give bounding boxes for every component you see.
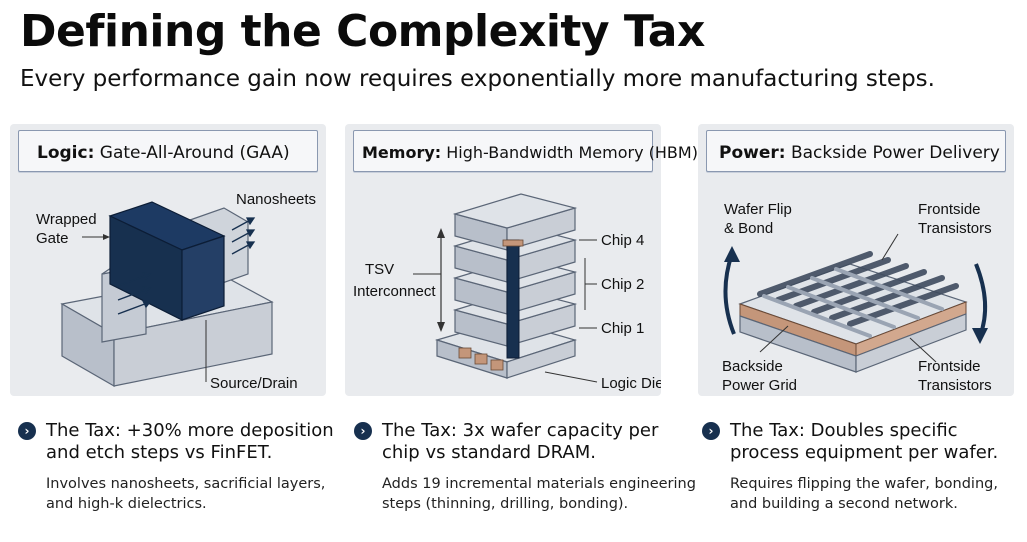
- panel-power-header: Power: Backside Power Delivery: [706, 130, 1006, 172]
- flip-arrow-right-icon: [974, 263, 988, 337]
- chevron-right-icon: ›: [702, 422, 720, 440]
- flip-arrow-left-icon: [723, 253, 736, 335]
- label-chip4: Chip 4: [601, 232, 644, 249]
- label-chip1: Chip 1: [601, 320, 644, 337]
- detail-logic: Involves nanosheets, sacrificial layers,…: [46, 476, 326, 512]
- chevron-right-icon: ›: [354, 422, 372, 440]
- label-source-drain: Source/Drain: [210, 375, 298, 392]
- label-nanosheets: Nanosheets: [236, 191, 316, 208]
- label-gate: Gate: [36, 230, 69, 247]
- label-power-grid: Power Grid: [722, 377, 797, 394]
- label-chip2: Chip 2: [601, 276, 644, 293]
- page-subtitle: Every performance gain now requires expo…: [20, 66, 935, 92]
- label-transistors-bottom: Transistors: [918, 377, 992, 394]
- detail-power: Requires flipping the wafer, bonding,and…: [730, 476, 998, 512]
- backside-diagram: Wafer Flip & Bond Frontside Transistors …: [722, 201, 992, 394]
- label-wrapped: Wrapped: [36, 211, 97, 228]
- label-transistors-top: Transistors: [918, 220, 992, 237]
- hbm-diagram: TSV Interconnect Chip 4 Chip 2 Chip 1 Lo…: [353, 193, 661, 392]
- panel-logic-header: Logic: Gate-All-Around (GAA): [18, 130, 318, 172]
- panel-memory-header: Memory: High-Bandwidth Memory (HBM): [353, 130, 698, 172]
- panel-memory-title: Memory: High-Bandwidth Memory (HBM): [362, 143, 698, 162]
- label-bond: & Bond: [724, 220, 773, 237]
- gaa-diagram: Wrapped Gate Nanosheets Source/Drain: [36, 191, 316, 392]
- label-backside: Backside: [722, 358, 783, 375]
- page-title: Defining the Complexity Tax: [20, 6, 705, 57]
- label-frontside-bottom: Frontside: [918, 358, 981, 375]
- label-interconnect: Interconnect: [353, 283, 436, 300]
- label-frontside-top: Frontside: [918, 201, 981, 218]
- panel-power: Power: Backside Power Delivery: [698, 124, 1014, 396]
- chevron-right-icon: ›: [18, 422, 36, 440]
- label-logic-die: Logic Die: [601, 375, 661, 392]
- tsv-column: [506, 239, 520, 359]
- nanosheet-arrows-left: [117, 272, 152, 315]
- panel-memory: Memory: High-Bandwidth Memory (HBM): [345, 124, 698, 396]
- label-tsv: TSV: [365, 261, 394, 278]
- panel-power-title: Power: Backside Power Delivery: [719, 143, 1000, 163]
- panel-logic: Logic: Gate-All-Around (GAA): [10, 124, 326, 396]
- detail-memory: Adds 19 incremental materials engineerin…: [382, 476, 696, 512]
- nanosheet-arrows-right: [231, 217, 256, 255]
- label-wafer-flip: Wafer Flip: [724, 201, 792, 218]
- panel-logic-title: Logic: Gate-All-Around (GAA): [37, 143, 290, 163]
